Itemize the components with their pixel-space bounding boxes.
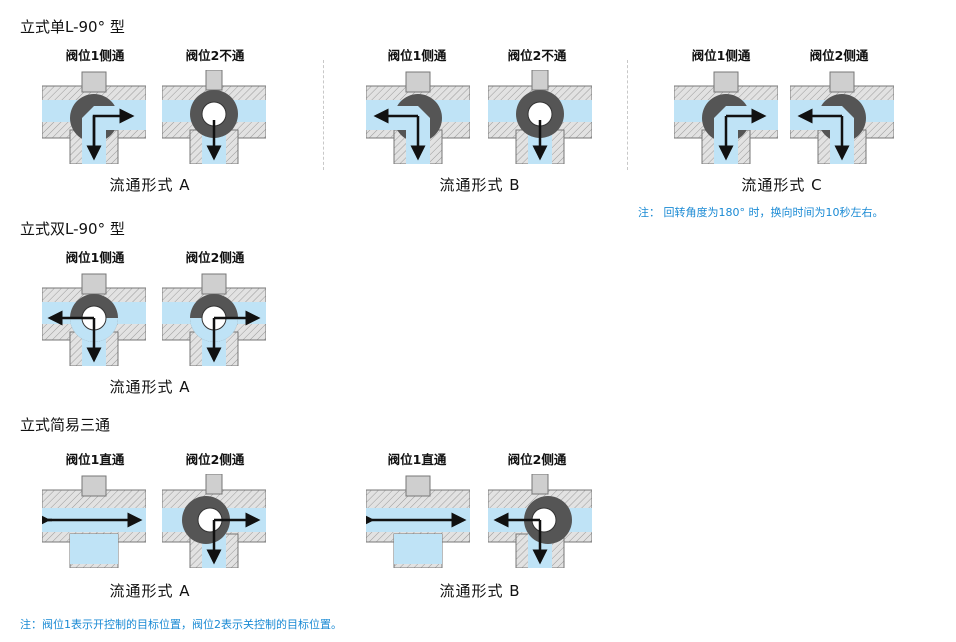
flow-type-label: 流通形式 C: [741, 176, 823, 194]
position-label: 阀位2侧通: [809, 48, 869, 63]
flow-type-label: 流通形式 A: [109, 378, 191, 396]
position-label: 阀位1侧通: [691, 48, 751, 63]
valve-diagram: [42, 475, 146, 568]
valve-diagram: [162, 70, 266, 164]
divider: [627, 60, 628, 170]
position-label: 阀位2不通: [185, 48, 245, 63]
position-label: 阀位1侧通: [65, 250, 125, 265]
valve-diagram: [366, 475, 470, 568]
flow-type-label: 流通形式 B: [439, 176, 521, 194]
section-title-single-l: 立式单L-90° 型: [20, 18, 125, 36]
valve-diagram: [790, 71, 894, 164]
valve-diagram: [162, 474, 266, 568]
rotation-note: 注： 回转角度为180° 时，换向时间为10秒左右。: [638, 206, 884, 219]
section-title-double-l: 立式双L-90° 型: [20, 220, 125, 238]
position-label: 阀位2侧通: [507, 452, 567, 467]
position-label: 阀位1侧通: [65, 48, 125, 63]
position-label: 阀位2侧通: [185, 452, 245, 467]
section-title-simple-tee: 立式简易三通: [20, 416, 111, 434]
valve-diagram: [488, 70, 592, 164]
position-label: 阀位1直通: [387, 452, 447, 467]
divider: [323, 60, 324, 170]
position-label: 阀位1直通: [65, 452, 125, 467]
flow-type-label: 流通形式 A: [109, 176, 191, 194]
valve-diagram: [42, 71, 146, 164]
valve-diagram: [488, 474, 592, 568]
valve-diagram: [366, 71, 470, 164]
flow-type-label: 流通形式 A: [109, 582, 191, 600]
valve-diagram: [162, 273, 266, 366]
position-label: 阀位2侧通: [185, 250, 245, 265]
valve-diagram: [674, 71, 778, 164]
valve-diagram: [42, 273, 146, 366]
position-label: 阀位2不通: [507, 48, 567, 63]
position-label: 阀位1侧通: [387, 48, 447, 63]
positions-note: 注：阀位1表示开控制的目标位置，阀位2表示关控制的目标位置。: [20, 618, 342, 631]
flow-type-label: 流通形式 B: [439, 582, 521, 600]
